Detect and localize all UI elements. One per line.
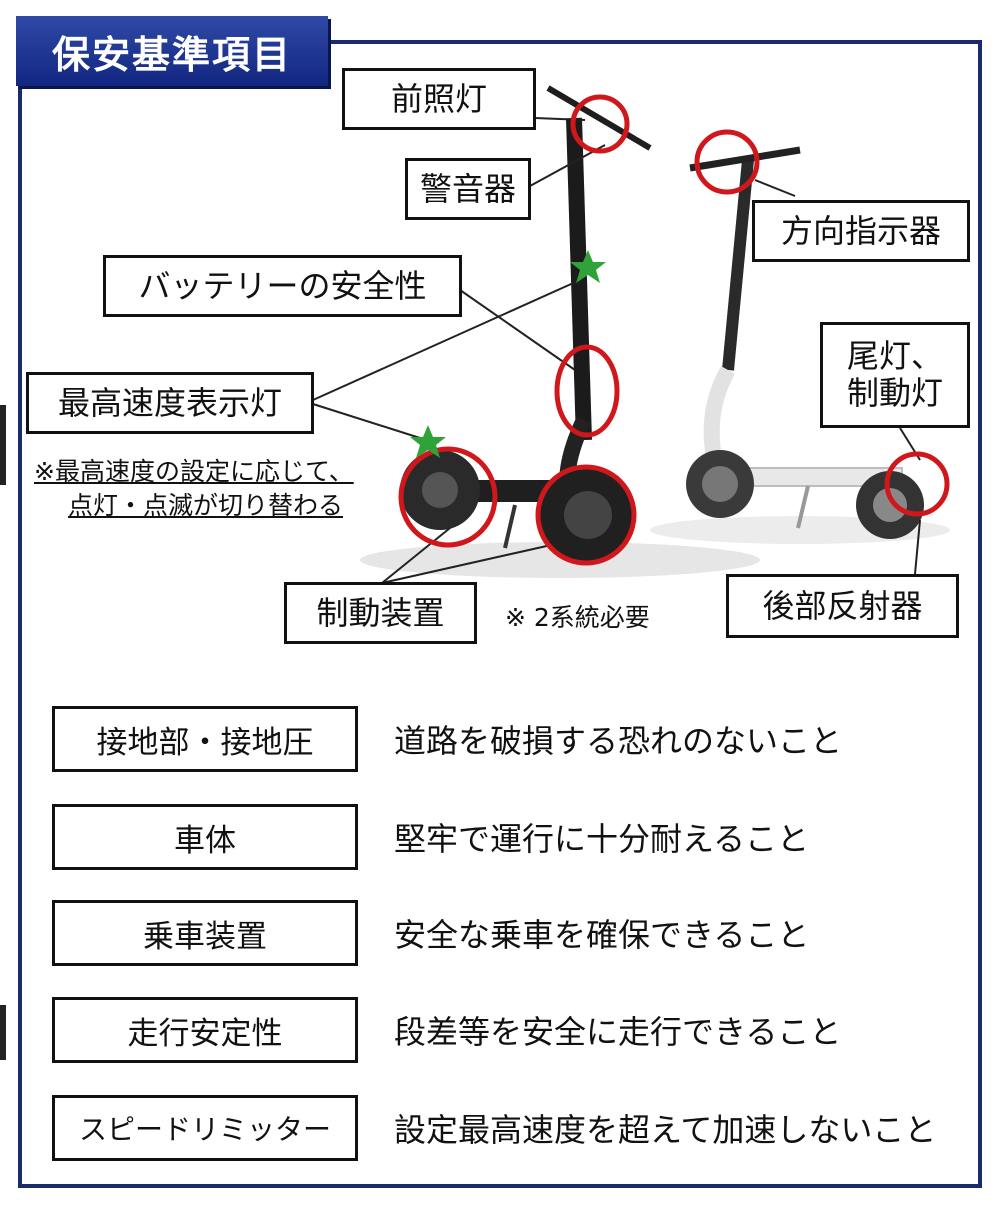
label-tail-line2: 制動灯 xyxy=(846,374,943,412)
requirement-name: 走行安定性 xyxy=(52,997,358,1063)
requirement-name: 車体 xyxy=(52,804,358,870)
note-speed-line1: ※最高速度の設定に応じて、 xyxy=(34,457,354,486)
leader-lines xyxy=(312,117,921,584)
label-tail-line1: 尾灯、 xyxy=(846,337,943,376)
label-rear-reflector: 後部反射器 xyxy=(726,574,959,638)
label-turn-signal: 方向指示器 xyxy=(752,200,970,262)
page-title: 保安基準項目 xyxy=(16,16,328,86)
requirement-desc: 設定最高速度を超えて加速しないこと xyxy=(394,1111,937,1149)
label-horn: 警音器 xyxy=(405,158,531,220)
requirement-desc: 堅牢で運行に十分耐えること xyxy=(394,820,810,858)
requirement-desc: 段差等を安全に走行できること xyxy=(394,1013,842,1051)
left-edge-mark xyxy=(0,1005,6,1060)
star-markers xyxy=(410,250,606,458)
note-brake: ※ 2系統必要 xyxy=(505,603,650,632)
note-speed-line2: 点灯・点滅が切り替わる xyxy=(68,491,344,520)
white-scooter xyxy=(686,146,924,539)
requirement-desc: 安全な乗車を確保できること xyxy=(394,916,810,954)
requirement-name: スピードリミッター xyxy=(52,1095,358,1161)
label-battery-safety: バッテリーの安全性 xyxy=(103,255,462,317)
highlight-circles xyxy=(398,94,950,566)
label-brake-device: 制動装置 xyxy=(284,582,477,644)
requirement-desc: 道路を破損する恐れのないこと xyxy=(394,722,843,760)
left-edge-mark xyxy=(0,405,6,485)
label-headlight: 前照灯 xyxy=(342,68,536,130)
label-tail-brake-light: 尾灯、 制動灯 xyxy=(820,322,970,428)
label-max-speed-light: 最高速度表示灯 xyxy=(26,372,314,434)
requirement-name: 接地部・接地圧 xyxy=(52,706,358,772)
requirement-name: 乗車装置 xyxy=(52,900,358,966)
